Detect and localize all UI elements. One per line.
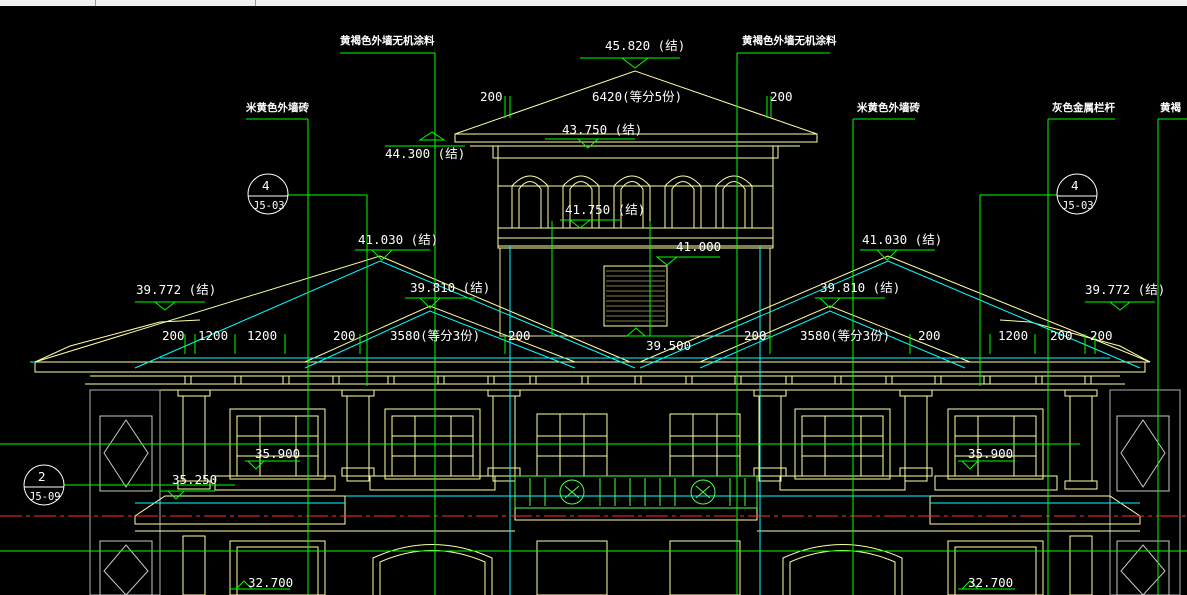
dimension-label: 6420(等分5份) [592, 89, 682, 104]
callout-number: 2 [38, 469, 46, 484]
tower-arched-windows [511, 175, 753, 228]
lower-ledge-right [929, 495, 1141, 525]
material-label: 黄褐 [1160, 101, 1182, 114]
callout-number: 4 [1071, 178, 1079, 193]
callout-bubbles [23, 173, 1098, 506]
eave-brackets [184, 375, 1092, 385]
elevation-label: 35.900 [255, 446, 300, 461]
eaves-band [34, 361, 1146, 373]
cad-drawing-canvas[interactable]: 黄褐色外墙无机涂料 黄褐色外墙无机涂料 米黄色外墙砖 米黄色外墙砖 灰色金属栏杆… [0, 6, 1187, 595]
dimension-label: 200 [333, 328, 356, 343]
callout-reference: J5-03 [253, 200, 285, 212]
elevation-label: 32.700 [968, 575, 1013, 590]
dimension-label: 200 [1050, 328, 1073, 343]
elevation-label: 41.750 (结) [565, 202, 645, 217]
dimension-label: 1200 [247, 328, 277, 343]
elevation-label: 41.030 (结) [862, 232, 942, 247]
left-side-wall [89, 389, 161, 595]
dimension-label: 200 [480, 89, 503, 104]
elevation-label: 39.810 (结) [820, 280, 900, 295]
dimension-label: 200 [162, 328, 185, 343]
louver-slats [606, 270, 665, 322]
dimension-label: 200 [770, 89, 793, 104]
leader-lines [0, 52, 1187, 595]
tower-louver [603, 265, 668, 327]
material-label: 黄褐色外墙无机涂料 [340, 34, 435, 47]
material-label: 灰色金属栏杆 [1052, 101, 1115, 114]
elevation-label: 32.700 [248, 575, 293, 590]
dimension-label: 3580(等分3份) [390, 328, 480, 343]
elevation-label: 39.500 [646, 338, 691, 353]
lower-arch-left [372, 544, 493, 595]
callout-reference: J5-03 [1062, 200, 1094, 212]
tab-strip-segment[interactable] [95, 0, 256, 6]
elevation-label: 39.772 (结) [1085, 282, 1165, 297]
elevation-label: 45.820 (结) [605, 38, 685, 53]
lower-arch-right [782, 544, 903, 595]
window-top-strip [0, 0, 1187, 6]
roof-slope-lines [30, 246, 1141, 595]
elevation-label: 41.000 [676, 239, 721, 254]
elevation-label: 39.810 (结) [410, 280, 490, 295]
callout-number: 4 [262, 178, 270, 193]
elevation-label: 35.900 [968, 446, 1013, 461]
central-balcony [514, 475, 758, 509]
lower-ledge-left [134, 495, 346, 525]
elevation-label: 44.300 (结) [385, 146, 465, 161]
right-side-wall [1109, 389, 1181, 595]
dimension-label: 3580(等分3份) [800, 328, 890, 343]
dimension-label: 1200 [998, 328, 1028, 343]
balcony-railings [214, 475, 1058, 491]
main-roof-left [34, 255, 631, 363]
tab-strip-segment[interactable] [0, 0, 96, 6]
dimension-label: 1200 [198, 328, 228, 343]
elevation-label: 39.772 (结) [136, 282, 216, 297]
elevation-label: 43.750 (结) [562, 122, 642, 137]
outer-roof-right [999, 319, 1151, 363]
dimension-label: 200 [918, 328, 941, 343]
outer-roof-left [34, 319, 201, 363]
dimension-label: 200 [1090, 328, 1113, 343]
text-labels: 黄褐色外墙无机涂料 黄褐色外墙无机涂料 米黄色外墙砖 米黄色外墙砖 灰色金属栏杆… [29, 34, 1182, 590]
material-label: 米黄色外墙砖 [245, 101, 309, 114]
main-roof-right [639, 255, 1151, 363]
dimension-label: 200 [744, 328, 767, 343]
material-label: 米黄色外墙砖 [856, 101, 920, 114]
callout-reference: J5-09 [29, 491, 61, 503]
elevation-label: 35.250 [172, 472, 217, 487]
side-diamond-windows [99, 415, 1170, 595]
elevation-label: 41.030 (结) [358, 232, 438, 247]
material-label: 黄褐色外墙无机涂料 [742, 34, 837, 47]
dimension-label: 200 [508, 328, 531, 343]
tower-body [497, 145, 774, 247]
columns [177, 389, 1098, 490]
